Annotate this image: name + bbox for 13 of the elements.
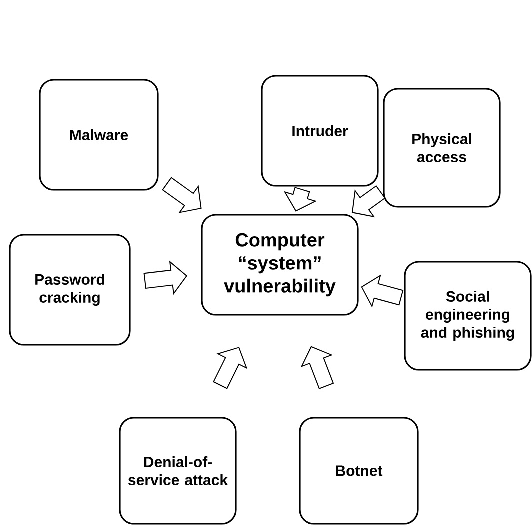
block-arrow [162,177,202,214]
topic-box: Computer “system” vulnerability [201,214,359,316]
category-box: Password cracking [9,234,131,346]
category-box: Denial-of-service attack [119,417,237,525]
block-arrow [213,347,248,390]
category-box: Malware [39,79,159,191]
block-arrow [361,274,404,308]
category-box: Intruder [261,75,379,187]
category-box: Botnet [299,417,419,525]
category-box: Social engineering and phishing [404,261,532,371]
block-arrow [284,187,318,212]
block-arrow [144,260,188,296]
category-box: Physical access [383,88,501,208]
